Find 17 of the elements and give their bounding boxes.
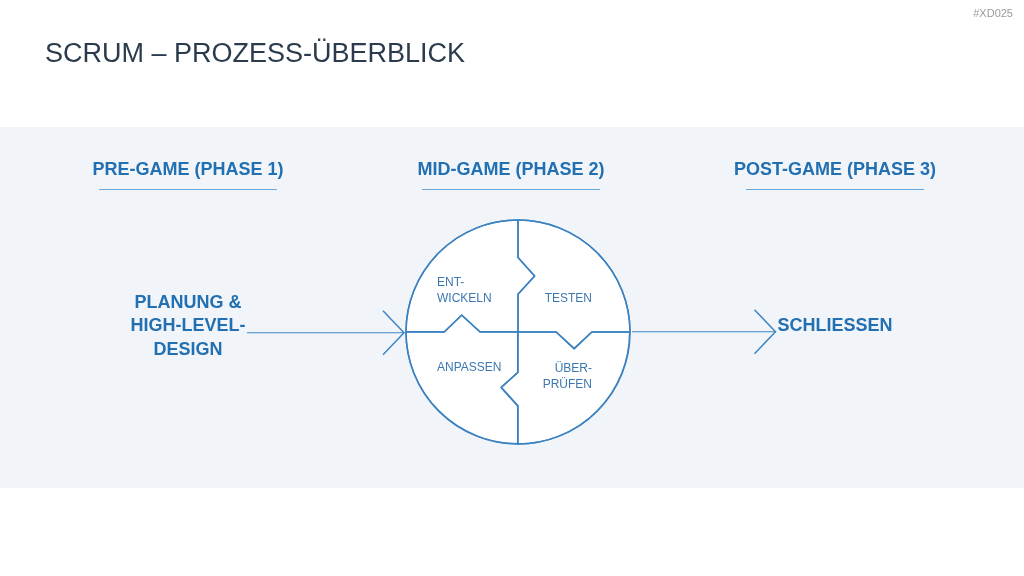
piece-label: ANPASSEN	[437, 359, 502, 375]
phase-heading: PRE-GAME (PHASE 1)	[92, 158, 284, 180]
puzzle-piece	[517, 219, 631, 350]
arrow	[246, 310, 405, 356]
slide-title: SCRUM – PROZESS-ÜBERBLICK	[45, 38, 466, 69]
slide-code: #XD025	[973, 6, 1013, 20]
piece-label: TESTEN	[544, 290, 592, 306]
phase-step-label: PLANUNG & HIGH-LEVEL- DESIGN	[130, 290, 246, 361]
phase-heading: POST-GAME (PHASE 3)	[734, 158, 936, 180]
puzzle-piece	[500, 331, 631, 445]
piece-label: ENT- WICKELN	[437, 274, 492, 306]
process-circle	[405, 219, 631, 445]
phase-heading: MID-GAME (PHASE 2)	[417, 158, 605, 180]
phase-step-label: SCHLIESSEN	[776, 314, 894, 338]
puzzle-piece	[405, 314, 519, 445]
arrow	[631, 309, 777, 355]
piece-label: ÜBER- PRÜFEN	[542, 360, 592, 392]
